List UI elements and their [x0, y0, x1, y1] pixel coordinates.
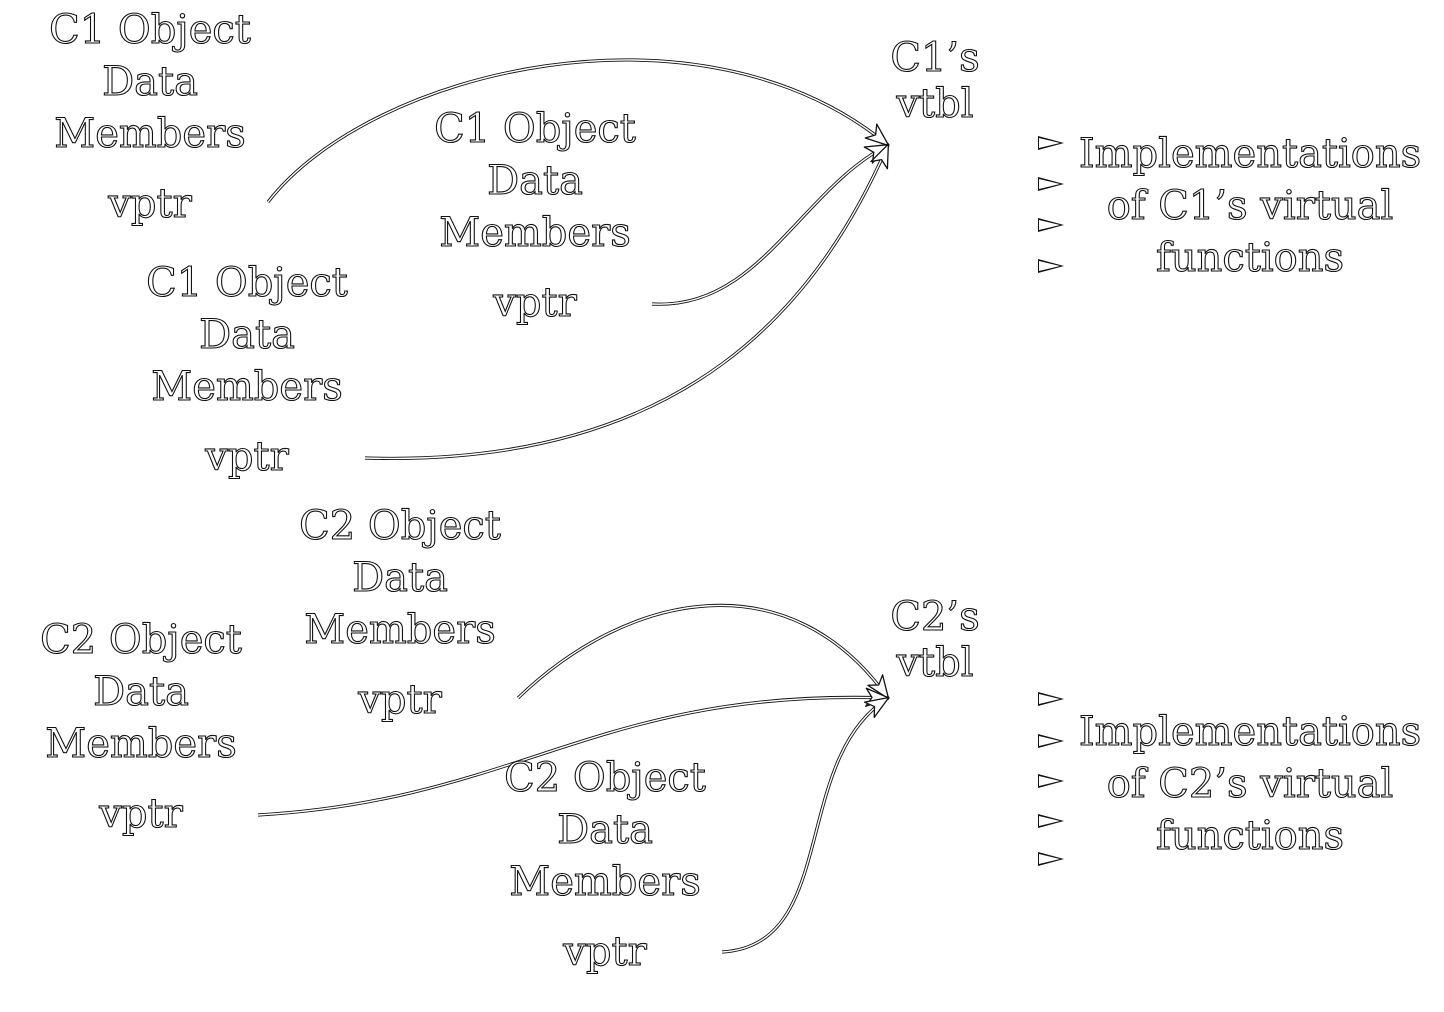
vtbl-slot-icon: [1038, 692, 1064, 706]
object-title: C1 Object: [434, 105, 637, 152]
object-members-label: Members: [54, 110, 247, 157]
impl-line: of C1’s virtual: [1106, 182, 1394, 229]
impl-line: Implementations: [1078, 130, 1422, 177]
vtbl-slot-icon: [1038, 852, 1064, 866]
object-title: C1 Object: [49, 6, 252, 53]
vtbl-slot-icon: [1038, 734, 1064, 748]
vtbl-slot-icon: [1038, 218, 1064, 232]
vptr-arrow-c2-a: [516, 603, 890, 700]
vtbl-slot-icon: [1038, 136, 1064, 150]
c2-implementations-label: Implementations of C2’s virtual function…: [1060, 706, 1440, 862]
object-data-label: Data: [93, 668, 190, 715]
c2-vtbl-slots: [1038, 692, 1078, 872]
vtbl-class-name: C1’s: [890, 34, 980, 81]
vptr-label: vptr: [108, 180, 193, 227]
vptr-label: vptr: [205, 433, 290, 480]
object-members-label: Members: [304, 606, 497, 653]
object-title: C2 Object: [40, 616, 243, 663]
object-data-label: Data: [102, 58, 199, 105]
vptr-label: vptr: [493, 279, 578, 326]
c1-object: C1 Object Data Members vptr: [30, 4, 270, 230]
c1-vtbl-label: C1’s vtbl: [875, 34, 995, 127]
object-data-label: Data: [487, 157, 584, 204]
vtbl-slot-icon: [1038, 177, 1064, 191]
object-members-label: Members: [45, 720, 238, 767]
c1-vtbl-slots: [1038, 136, 1078, 276]
vtbl-word: vtbl: [896, 639, 974, 686]
vptr-arrow-c2-c: [721, 696, 889, 954]
object-members-label: Members: [509, 858, 702, 905]
vptr-label: vptr: [563, 928, 648, 975]
c2-object: C2 Object Data Members vptr: [485, 752, 725, 978]
object-data-label: Data: [557, 806, 654, 853]
c1-implementations-label: Implementations of C1’s virtual function…: [1060, 128, 1440, 284]
c1-object: C1 Object Data Members vptr: [127, 257, 367, 483]
c1-object: C1 Object Data Members vptr: [415, 103, 655, 329]
object-members-label: Members: [439, 209, 632, 256]
object-data-label: Data: [352, 554, 449, 601]
object-title: C2 Object: [299, 502, 502, 549]
vtbl-class-name: C2’s: [890, 593, 980, 640]
vtbl-slot-icon: [1038, 774, 1064, 788]
object-data-label: Data: [199, 311, 296, 358]
vptr-label: vptr: [99, 790, 184, 837]
c2-object: C2 Object Data Members vptr: [280, 500, 520, 726]
vtbl-slot-icon: [1038, 814, 1064, 828]
c2-vtbl-label: C2’s vtbl: [875, 593, 995, 686]
vtbl-word: vtbl: [896, 80, 974, 127]
object-members-label: Members: [151, 363, 344, 410]
impl-line: functions: [1155, 234, 1344, 281]
impl-line: functions: [1155, 812, 1344, 859]
vtbl-slot-icon: [1038, 259, 1064, 273]
vptr-label: vptr: [358, 676, 443, 723]
c2-object: C2 Object Data Members vptr: [21, 614, 261, 840]
object-title: C1 Object: [146, 259, 349, 306]
impl-line: of C2’s virtual: [1106, 760, 1394, 807]
impl-line: Implementations: [1078, 708, 1422, 755]
object-title: C2 Object: [504, 754, 707, 801]
